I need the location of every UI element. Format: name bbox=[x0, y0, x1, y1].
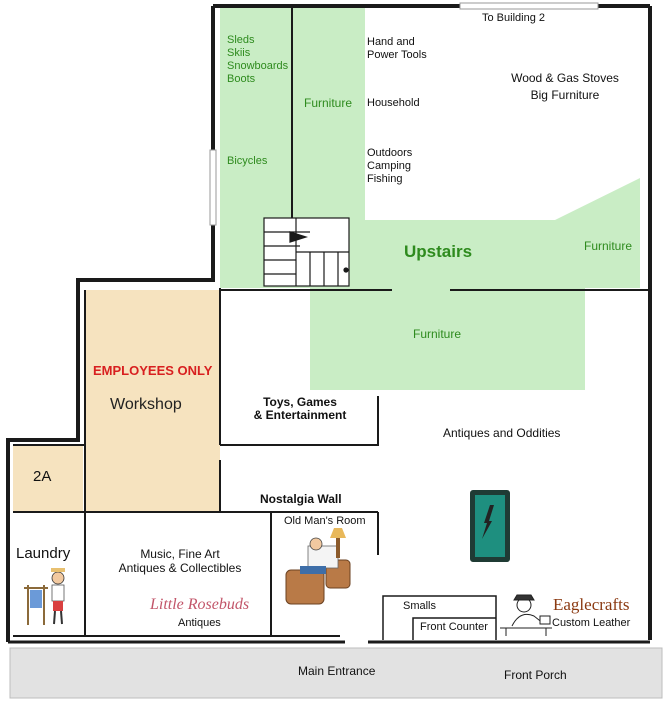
upstairs-area bbox=[220, 8, 640, 390]
eaglecrafts-logo: Eaglecrafts bbox=[553, 595, 630, 614]
leather-worker-icon bbox=[500, 594, 552, 636]
little-rosebuds-logo: Little Rosebuds bbox=[150, 596, 250, 613]
to-building-2-label: To Building 2 bbox=[482, 12, 545, 24]
smalls-label: Smalls bbox=[403, 600, 437, 612]
upstairs-label: Upstairs bbox=[404, 242, 473, 261]
furniture-center-label: Furniture bbox=[413, 327, 462, 341]
room-2a-area bbox=[13, 445, 83, 512]
winter-gear-label: Sleds Skiis Snowboards Boots bbox=[227, 34, 289, 85]
stairs-icon bbox=[263, 217, 350, 287]
toys-label: Toys, Games & Entertainment bbox=[253, 395, 347, 422]
pool-table-icon bbox=[470, 490, 510, 562]
front-porch-label: Front Porch bbox=[504, 668, 567, 682]
porch-area bbox=[10, 648, 662, 698]
porch-outline bbox=[9, 647, 663, 699]
music-label: Music, Fine Art Antiques & Collectibles bbox=[118, 547, 242, 575]
household-label: Household bbox=[367, 97, 420, 109]
antiques-oddities-label: Antiques and Oddities bbox=[443, 426, 561, 440]
outdoors-label: Outdoors Camping Fishing bbox=[367, 147, 413, 185]
old-man-armchair-icon bbox=[285, 528, 351, 605]
workshop-area bbox=[85, 290, 220, 512]
tools-label: Hand and Power Tools bbox=[367, 36, 427, 61]
window-top bbox=[459, 2, 599, 10]
front-counter-label: Front Counter bbox=[420, 621, 488, 633]
outer-walls bbox=[6, 4, 652, 642]
bicycles-label: Bicycles bbox=[227, 155, 268, 167]
main-entrance-label: Main Entrance bbox=[298, 664, 376, 678]
room-2a-label: 2A bbox=[33, 468, 52, 485]
old-mans-room-label: Old Man's Room bbox=[284, 515, 366, 527]
furniture-right-label: Furniture bbox=[584, 239, 633, 253]
stoves-label: Wood & Gas Stoves Big Furniture bbox=[511, 71, 619, 102]
counter-boxes bbox=[382, 595, 497, 640]
custom-leather-label: Custom Leather bbox=[552, 617, 631, 629]
nostalgia-wall-label: Nostalgia Wall bbox=[260, 492, 342, 506]
workshop-label: Workshop bbox=[110, 396, 182, 413]
rosebuds-antiques-label: Antiques bbox=[178, 617, 221, 629]
laundry-label: Laundry bbox=[16, 545, 71, 562]
window-left bbox=[209, 149, 217, 226]
inner-walls bbox=[13, 8, 648, 637]
employees-only-label: EMPLOYEES ONLY bbox=[93, 363, 213, 378]
laundry-person-icon bbox=[24, 568, 65, 625]
furniture-upper-label: Furniture bbox=[304, 96, 353, 110]
